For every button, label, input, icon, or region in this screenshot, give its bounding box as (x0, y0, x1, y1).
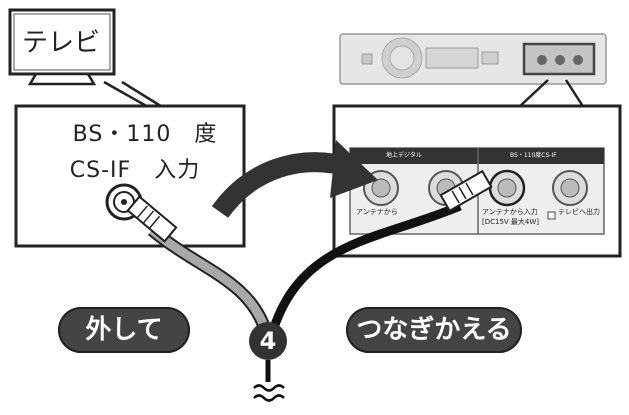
section-bs-label: BS・110度CS-IF (510, 152, 557, 159)
black-cable (267, 169, 493, 336)
port-tv-out-label: テレビへ出力 (558, 208, 600, 216)
reconnect-label: つなぎかえる (346, 307, 522, 353)
port-bs-in-label: アンテナから入力 (482, 208, 538, 216)
input-label-line1: BS・110 度 (72, 122, 218, 147)
tv-icon (8, 8, 116, 86)
tv-input-callout (14, 80, 246, 248)
input-label-line2: CS-IF 入力 (69, 158, 201, 183)
step-number-badge: 4 (249, 322, 287, 360)
recorder-device (339, 33, 607, 85)
port-bs-power-label: [DC15V 最大4W] (482, 218, 540, 226)
antenna-wave-icon (253, 360, 285, 402)
port-antenna-in-label: アンテナから (356, 208, 398, 216)
move-arrow (211, 140, 378, 219)
tv-label: テレビ (22, 28, 101, 58)
gray-cable (126, 195, 273, 335)
section-terrestrial-label: 地上デジタル (386, 152, 422, 159)
remove-label: 外して (58, 307, 190, 353)
